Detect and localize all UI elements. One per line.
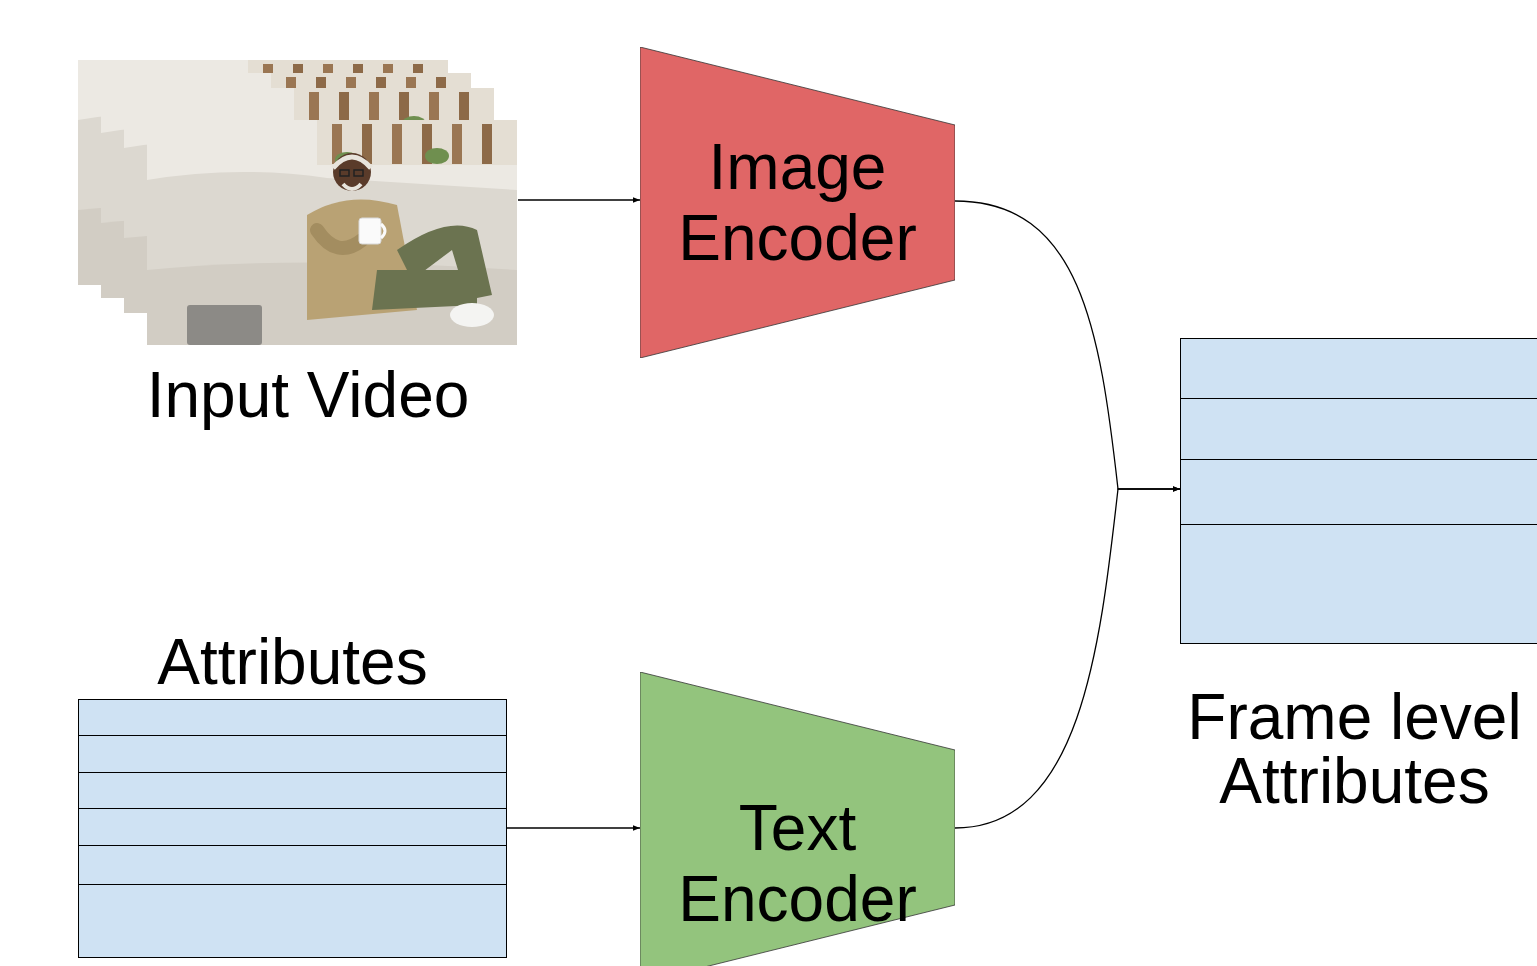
- table-heading: Attributes: [78, 630, 507, 694]
- connector-arrow: [955, 489, 1180, 828]
- encoder-label: Image Encoder: [668, 132, 928, 273]
- table-row: [79, 773, 506, 809]
- table-row: [79, 885, 506, 959]
- encoder-shape: [640, 672, 955, 966]
- table-row: [79, 736, 506, 773]
- node-tableHead: Attributes: [78, 630, 507, 958]
- table-caption: Frame level Attributes: [1180, 685, 1529, 813]
- encoder-shape: [640, 47, 955, 358]
- table-row: [79, 809, 506, 846]
- video-frames: [78, 60, 518, 350]
- encoder-text-box: Text Encoder: [640, 708, 955, 966]
- node-trap: Image Encoder: [640, 47, 955, 358]
- connector-arrow: [955, 201, 1180, 489]
- table-row: [1181, 399, 1537, 460]
- node-label: Input Video: [98, 363, 518, 427]
- encoder-text-box: Image Encoder: [640, 47, 955, 358]
- table-row: [1181, 525, 1537, 645]
- table-row: [79, 846, 506, 885]
- node-trap: Text Encoder: [640, 672, 955, 966]
- table-row: [79, 700, 506, 736]
- frame-attribute-table: [1180, 338, 1537, 644]
- video-frame: [147, 120, 517, 345]
- connector-arrow: [518, 199, 640, 200]
- table-row: [1181, 460, 1537, 525]
- encoder-label: Text Encoder: [668, 793, 928, 934]
- node-video: Input Video: [78, 60, 518, 440]
- node-tableFoot: Frame level Attributes: [1180, 338, 1537, 813]
- table-row: [1181, 339, 1537, 399]
- connector-arrow: [507, 827, 640, 828]
- attribute-table: [78, 699, 507, 958]
